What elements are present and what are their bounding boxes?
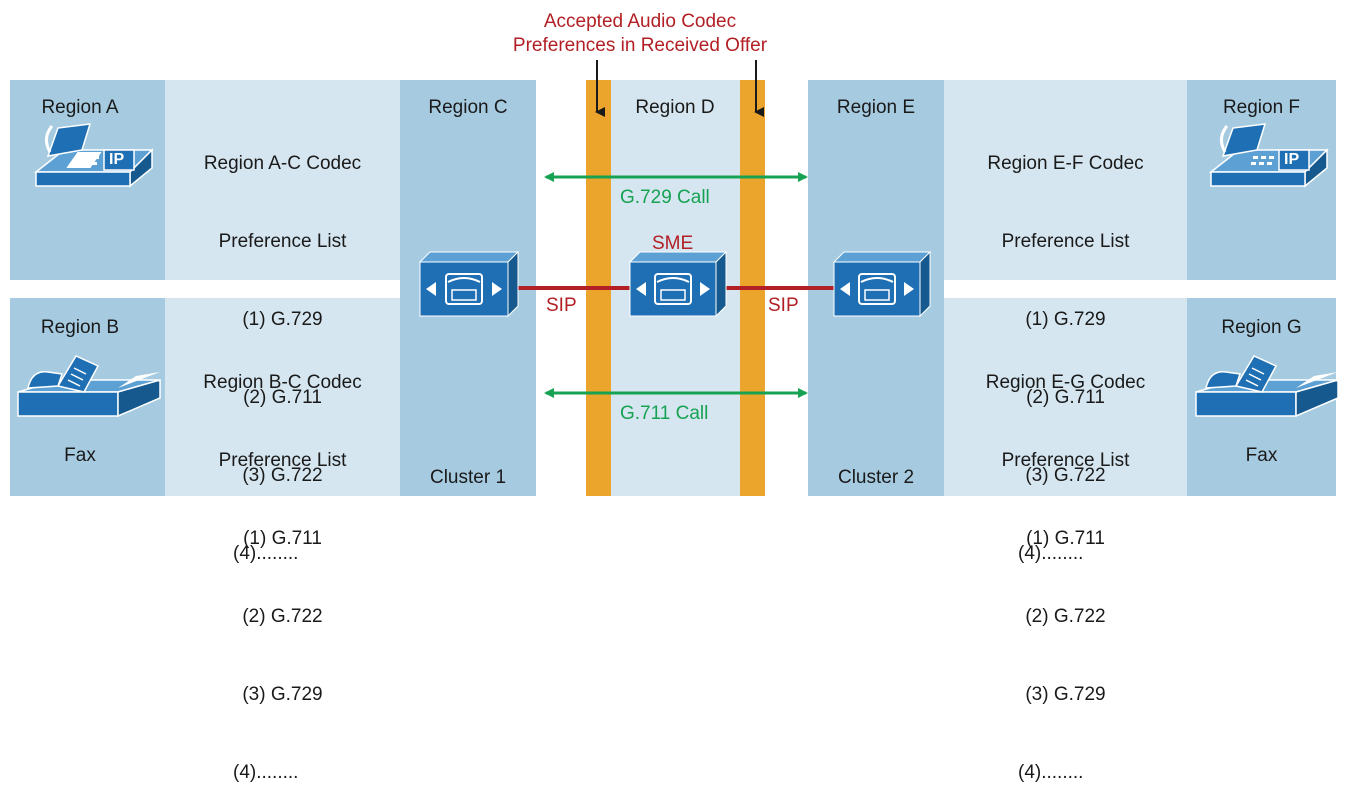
list-item: (2) G.722 <box>1025 606 1106 627</box>
region-e-label: Region E <box>836 97 916 118</box>
list-title: Preference List <box>1001 231 1130 252</box>
list-title: Preference List <box>218 231 347 252</box>
fax-label-region-g: Fax <box>1245 445 1278 466</box>
list-item: (3) G.722 <box>242 465 323 486</box>
ip-label-region-a: IP <box>109 151 125 168</box>
list-item: (2) G.711 <box>243 387 322 408</box>
ip-phone-icon-region-a <box>33 123 154 188</box>
list-item: (2) G.711 <box>1026 387 1105 408</box>
list-item: (3) G.729 <box>1025 684 1106 705</box>
list-item: (1) G.711 <box>1026 528 1105 549</box>
list-item: (2) G.722 <box>242 606 323 627</box>
fax-icon-region-b <box>17 355 161 418</box>
list-title: Region E-F Codec <box>987 153 1144 174</box>
codec-list-eg: Region E-G Codec Preference List (1) G.7… <box>944 318 1187 812</box>
list-title: Region A-C Codec <box>203 153 362 174</box>
codec-list-bc: Region B-C Codec Preference List (1) G.7… <box>165 318 400 812</box>
region-ef-list-box <box>944 80 1187 280</box>
region-eg-list-box <box>944 298 1187 496</box>
title-line-2: Preferences in Received Offer <box>512 35 768 56</box>
list-item: (1) G.729 <box>242 309 323 330</box>
fax-label-region-b: Fax <box>64 445 96 466</box>
region-a-label: Region A <box>41 97 119 118</box>
sip-label-right: SIP <box>768 295 799 316</box>
list-title: Region B-C Codec <box>203 372 362 393</box>
sip-label-left: SIP <box>546 295 577 316</box>
region-ac-list-box <box>165 80 400 280</box>
sme-label: SME <box>652 233 694 254</box>
region-bc-list-box <box>165 298 400 496</box>
ip-label-region-f: IP <box>1284 151 1300 168</box>
list-item: (4)........ <box>233 762 299 783</box>
sme-call-manager-icon <box>628 250 728 318</box>
list-item: (3) G.729 <box>242 684 323 705</box>
call-label-top: G.729 Call <box>620 187 710 208</box>
region-d-label: Region D <box>635 97 715 118</box>
region-f-label: Region F <box>1222 97 1301 118</box>
list-item: (4)........ <box>1018 762 1084 783</box>
cluster-2-label: Cluster 2 <box>837 467 915 488</box>
call-manager-cluster-1-icon <box>418 250 520 318</box>
diagram-title: Accepted Audio Codec Preferences in Rece… <box>480 10 800 58</box>
fax-icon-region-g <box>1195 355 1339 418</box>
list-title: Region E-G Codec <box>985 372 1146 393</box>
list-title: Preference List <box>218 450 347 471</box>
call-manager-cluster-2-icon <box>832 250 932 318</box>
title-line-1: Accepted Audio Codec <box>543 11 737 32</box>
call-label-bottom: G.711 Call <box>620 403 709 424</box>
list-item: (1) G.711 <box>243 528 322 549</box>
region-b-label: Region B <box>40 317 120 338</box>
list-item: (3) G.722 <box>1025 465 1106 486</box>
cluster-1-label: Cluster 1 <box>429 467 507 488</box>
diagram-graphics <box>17 60 1339 418</box>
ip-phone-icon-region-f <box>1208 123 1329 188</box>
region-c-label: Region C <box>428 97 508 118</box>
list-item: (1) G.729 <box>1025 309 1106 330</box>
list-title: Preference List <box>1001 450 1130 471</box>
region-g-label: Region G <box>1221 317 1302 338</box>
